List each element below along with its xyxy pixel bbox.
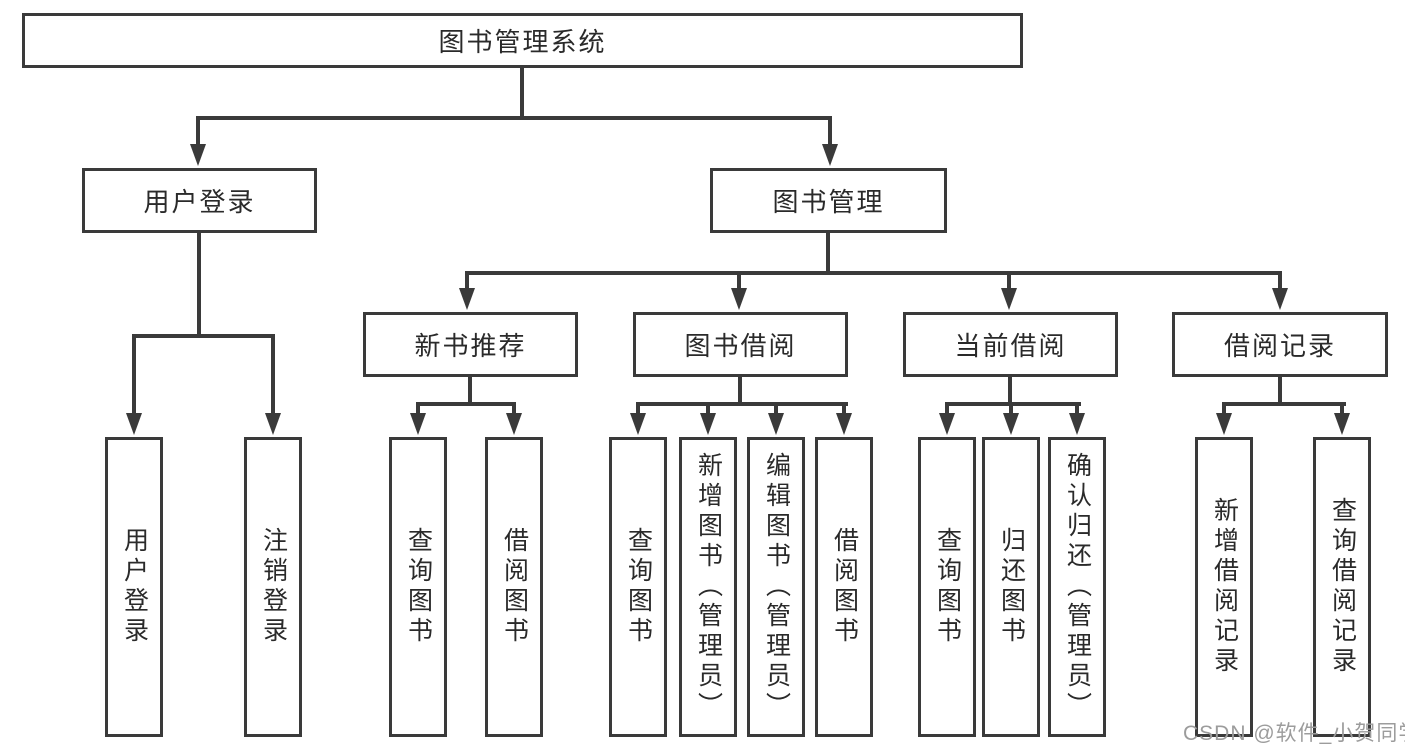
arrow-down-icon — [459, 288, 475, 310]
arrow-down-icon — [1069, 413, 1085, 435]
leaf-rec-borrow-books-label: 借阅图书 — [500, 527, 529, 647]
leaf-cb-query-books-label: 查询图书 — [933, 527, 962, 647]
arrow-down-icon — [700, 413, 716, 435]
leaf-bb-edit-books-admin-label: 编辑图书（管理员） — [762, 452, 791, 722]
connector-user-login-stem — [197, 233, 201, 338]
arrow-down-icon — [1272, 288, 1288, 310]
node-book-mgmt: 图书管理 — [710, 168, 947, 233]
arrow-down-icon — [190, 144, 206, 166]
node-user-login-label: 用户登录 — [143, 187, 256, 217]
leaf-rec-query-books: 查询图书 — [389, 437, 447, 737]
connector-user-login-rail — [132, 334, 275, 338]
node-new-book-rec: 新书推荐 — [363, 312, 578, 377]
connector-root-rail — [196, 116, 832, 120]
leaf-cb-confirm-return-admin-label: 确认归还（管理员） — [1063, 452, 1092, 722]
connector-book-borrow-rail — [636, 402, 848, 406]
arrow-down-icon — [1001, 288, 1017, 310]
connector-drop-new-book-rec — [465, 271, 469, 291]
arrow-down-icon — [731, 288, 747, 310]
leaf-cb-query-books: 查询图书 — [918, 437, 976, 737]
leaf-logout-label: 注销登录 — [259, 527, 288, 647]
leaf-br-query-record: 查询借阅记录 — [1313, 437, 1371, 737]
connector-book-mgmt-rail — [465, 271, 1282, 275]
arrow-down-icon — [1334, 413, 1350, 435]
arrow-down-icon — [410, 413, 426, 435]
connector-drop-leaf — [706, 402, 710, 416]
connector-drop-borrow-records — [1278, 271, 1282, 291]
leaf-br-add-record: 新增借阅记录 — [1195, 437, 1253, 737]
leaf-rec-query-books-label: 查询图书 — [404, 527, 433, 647]
node-new-book-rec-label: 新书推荐 — [414, 331, 527, 361]
node-current-borrow: 当前借阅 — [903, 312, 1118, 377]
connector-drop-book-borrow — [737, 271, 741, 291]
connector-drop-user-login — [196, 116, 200, 148]
arrow-down-icon — [630, 413, 646, 435]
leaf-user-login: 用户登录 — [105, 437, 163, 737]
arrow-down-icon — [1003, 413, 1019, 435]
arrow-down-icon — [768, 413, 784, 435]
leaf-user-login-label: 用户登录 — [120, 527, 149, 647]
node-book-borrow: 图书借阅 — [633, 312, 848, 377]
connector-root-stem — [520, 68, 524, 120]
leaf-cb-return-books-label: 归还图书 — [997, 527, 1026, 647]
connector-book-mgmt-stem — [826, 233, 830, 275]
csdn-watermark: CSDN @软件_小贺同学 — [1183, 722, 1405, 745]
leaf-bb-query-books-label: 查询图书 — [624, 527, 653, 647]
connector-borrow-records-stem — [1278, 377, 1282, 406]
leaf-bb-query-books: 查询图书 — [609, 437, 667, 737]
leaf-bb-borrow-books-label: 借阅图书 — [830, 527, 859, 647]
leaf-bb-add-books-admin: 新增图书（管理员） — [679, 437, 737, 737]
connector-drop-leaf — [636, 402, 640, 416]
connector-current-borrow-rail — [945, 402, 1081, 406]
connector-drop-leaf — [945, 402, 949, 416]
leaf-br-query-record-label: 查询借阅记录 — [1328, 497, 1357, 677]
node-borrow-records-label: 借阅记录 — [1223, 331, 1336, 361]
node-current-borrow-label: 当前借阅 — [954, 331, 1067, 361]
arrow-down-icon — [265, 413, 281, 435]
connector-drop-leaf-login — [132, 334, 136, 417]
arrow-down-icon — [836, 413, 852, 435]
arrow-down-icon — [939, 413, 955, 435]
leaf-cb-return-books: 归还图书 — [982, 437, 1040, 737]
arrow-down-icon — [822, 144, 838, 166]
node-user-login: 用户登录 — [82, 168, 317, 233]
connector-drop-current-borrow — [1007, 271, 1011, 291]
connector-drop-leaf — [842, 402, 846, 416]
connector-drop-leaf — [1009, 402, 1013, 416]
connector-drop-leaf — [1075, 402, 1079, 416]
leaf-cb-confirm-return-admin: 确认归还（管理员） — [1048, 437, 1106, 737]
connector-drop-leaf — [1340, 402, 1344, 416]
leaf-bb-add-books-admin-label: 新增图书（管理员） — [694, 452, 723, 722]
arrow-down-icon — [1216, 413, 1232, 435]
connector-book-borrow-stem — [738, 377, 742, 406]
node-book-mgmt-label: 图书管理 — [772, 187, 885, 217]
connector-drop-leaf-logout — [271, 334, 275, 417]
connector-drop-book-mgmt — [828, 116, 832, 148]
node-system-root: 图书管理系统 — [22, 13, 1023, 68]
node-system-root-label: 图书管理系统 — [438, 27, 607, 57]
leaf-logout: 注销登录 — [244, 437, 302, 737]
leaf-bb-borrow-books: 借阅图书 — [815, 437, 873, 737]
leaf-br-add-record-label: 新增借阅记录 — [1210, 497, 1239, 677]
connector-borrow-records-rail — [1222, 402, 1346, 406]
arrow-down-icon — [506, 413, 522, 435]
leaf-bb-edit-books-admin: 编辑图书（管理员） — [747, 437, 805, 737]
leaf-rec-borrow-books: 借阅图书 — [485, 437, 543, 737]
connector-current-borrow-stem — [1008, 377, 1012, 406]
arrow-down-icon — [126, 413, 142, 435]
connector-new-book-rec-rail — [416, 402, 516, 406]
connector-drop-leaf — [774, 402, 778, 416]
connector-new-book-rec-stem — [468, 377, 472, 406]
node-borrow-records: 借阅记录 — [1172, 312, 1388, 377]
connector-drop-leaf — [512, 402, 516, 416]
connector-drop-leaf — [416, 402, 420, 416]
connector-drop-leaf — [1222, 402, 1226, 416]
node-book-borrow-label: 图书借阅 — [684, 331, 797, 361]
